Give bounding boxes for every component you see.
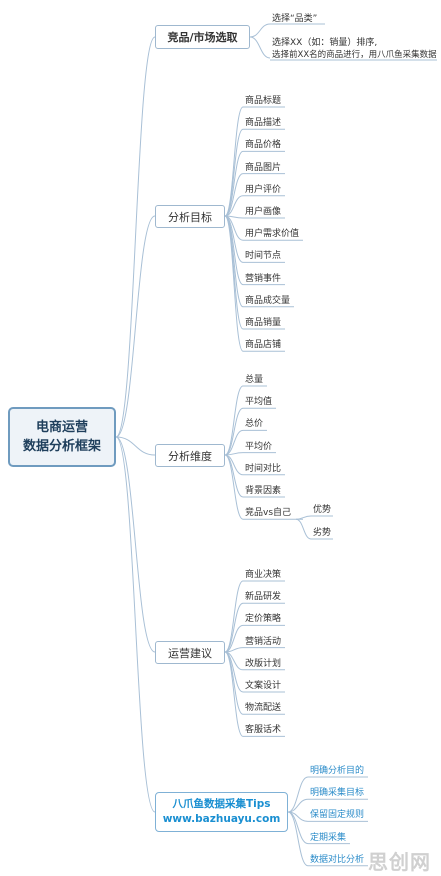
dimension-sub-leaf-1: 优势 xyxy=(313,505,332,515)
dimension-leaf-2: 平均值 xyxy=(245,397,273,408)
branch-goals: 分析目标 xyxy=(155,205,225,228)
connector-advice-8 xyxy=(224,651,244,737)
advice-leaf-5: 改版计划 xyxy=(245,658,282,669)
connector-goal-11 xyxy=(224,215,244,330)
dimension-sub-leaf-2: 劣势 xyxy=(313,528,332,538)
advice-leaf-2: 新品研发 xyxy=(245,592,282,603)
goal-leaf-5: 用户评价 xyxy=(245,184,282,195)
connector-advice-2 xyxy=(224,602,244,653)
advice-leaf-8: 客服话术 xyxy=(245,725,282,736)
tips-leaf-5: 数据对比分析 xyxy=(310,854,365,865)
advice-leaf-7: 物流配送 xyxy=(245,703,282,714)
connector-root-goals xyxy=(115,215,156,438)
connector-goal-5 xyxy=(224,195,244,217)
tips-leaf-4: 定期采集 xyxy=(310,832,347,843)
watermark-logo: 思创网 xyxy=(368,850,431,874)
connector-market-2 xyxy=(249,36,271,59)
goal-leaf-9: 营销事件 xyxy=(245,273,282,284)
connector-goal-4 xyxy=(224,173,244,217)
goal-leaf-8: 时间节点 xyxy=(245,251,282,262)
dimension-leaf-5: 时间对比 xyxy=(245,463,282,474)
connector-goal-1 xyxy=(224,106,244,217)
connector-advice-3 xyxy=(224,624,244,653)
advice-leaf-3: 定价策略 xyxy=(245,614,282,625)
root-title-line1: 电商运营 xyxy=(35,420,88,435)
goal-leaf-3: 商品价格 xyxy=(245,140,282,151)
goal-leaf-11: 商品销量 xyxy=(245,318,282,328)
tips-title: 八爪鱼数据采集Tips xyxy=(172,798,271,810)
connector-root-advice xyxy=(115,436,156,653)
connector-market-1 xyxy=(249,23,271,38)
advice-leaf-1: 商业决策 xyxy=(245,570,282,580)
branch-tips: 八爪鱼数据采集Tips www.bazhuayu.com xyxy=(155,792,288,832)
connector-root-tips xyxy=(115,436,156,813)
goal-leaf-1: 商品标题 xyxy=(245,96,282,106)
connector-tips-1 xyxy=(287,776,309,813)
connector-dimension-2 xyxy=(224,407,244,456)
connector-advice-1 xyxy=(224,580,244,653)
tips-leaf-1: 明确分析目的 xyxy=(310,766,365,776)
market-leaf-3: 选择前XX名的商品进行，用八爪鱼采集数据 xyxy=(272,50,437,60)
connector-tips-2 xyxy=(287,798,309,813)
connector-dimension-sub-1 xyxy=(295,515,312,520)
connector-root-dimensions xyxy=(115,436,156,456)
connector-root-market xyxy=(115,36,156,438)
root-title-line2: 数据分析框架 xyxy=(22,439,101,454)
connector-dimension-3 xyxy=(224,429,244,456)
goal-leaf-12: 商品店铺 xyxy=(245,340,282,351)
advice-leaf-6: 文案设计 xyxy=(245,681,282,691)
dimension-leaf-6: 背景因素 xyxy=(245,486,282,496)
dimension-leaf-3: 总价 xyxy=(245,419,264,430)
root-node: 电商运营 数据分析框架 xyxy=(8,407,116,467)
connector-goal-2 xyxy=(224,128,244,217)
dimension-leaf-1: 总量 xyxy=(245,375,264,385)
tips-leaf-2: 明确采集目标 xyxy=(310,788,365,799)
goal-leaf-2: 商品描述 xyxy=(245,118,282,129)
market-leaf-1: 选择“品类” xyxy=(272,14,318,24)
goal-leaf-7: 用户需求价值 xyxy=(245,229,300,240)
dimension-leaf-7: 竞品vs自己 xyxy=(245,508,292,519)
tips-url: www.bazhuayu.com xyxy=(162,813,281,825)
connector-tips-5 xyxy=(287,811,309,867)
tips-leaf-3: 保留固定规则 xyxy=(310,810,365,821)
branch-dimensions: 分析维度 xyxy=(155,444,225,467)
connector-dimension-1 xyxy=(224,385,244,456)
connector-dimension-7 xyxy=(224,454,244,520)
connector-dimension-6 xyxy=(224,454,244,498)
connector-dimension-sub-2 xyxy=(295,518,312,540)
market-leaf-2: 选择XX（如：销量）排序, xyxy=(272,38,378,48)
goal-leaf-4: 商品图片 xyxy=(245,162,282,173)
connector-goal-12 xyxy=(224,215,244,352)
dimension-leaf-4: 平均价 xyxy=(245,441,273,452)
goal-leaf-10: 商品成交量 xyxy=(245,295,291,306)
goal-leaf-6: 用户画像 xyxy=(245,207,282,217)
branch-advice: 运营建议 xyxy=(155,641,225,664)
advice-leaf-4: 营销活动 xyxy=(245,636,282,647)
branch-market: 竞品/市场选取 xyxy=(155,25,250,49)
